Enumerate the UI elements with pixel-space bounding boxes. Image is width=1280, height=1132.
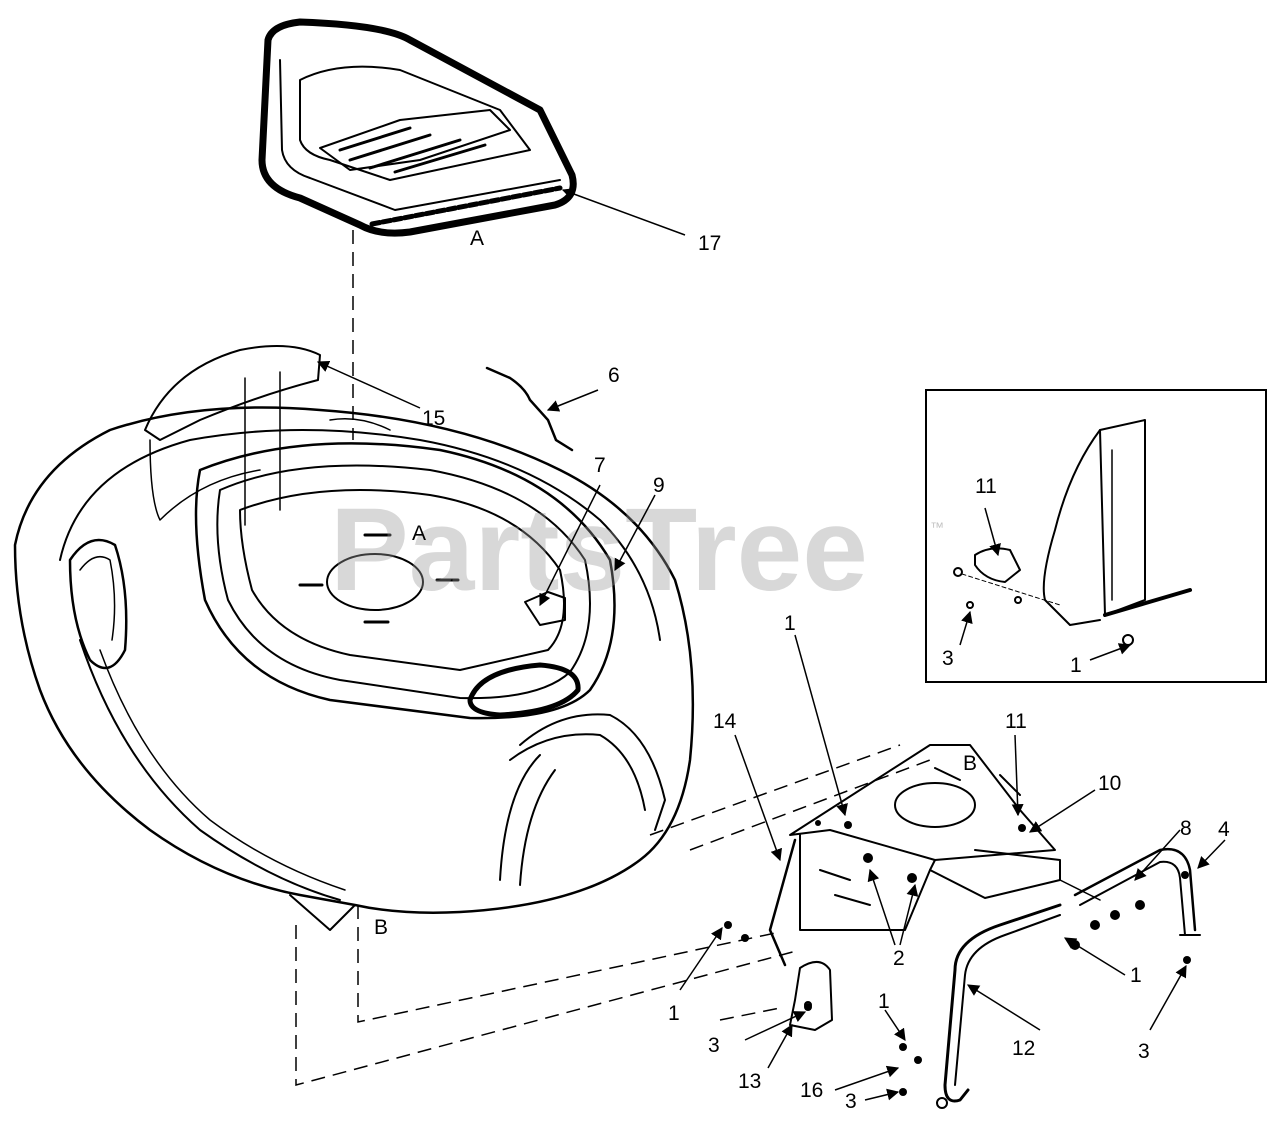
callout-10: 10	[1098, 772, 1121, 795]
ref-a-seat: A	[470, 227, 484, 250]
callout-3-left: 3	[708, 1034, 720, 1057]
callout-3-right: 3	[1138, 1040, 1150, 1063]
callout-1-right: 1	[1130, 964, 1142, 987]
leader-arrows	[316, 188, 1226, 1101]
callout-14: 14	[713, 710, 737, 733]
pivot-plate-part[interactable]	[789, 961, 833, 1031]
callout-1-mid: 1	[878, 990, 890, 1013]
callout-11: 11	[1005, 710, 1027, 733]
callout-11-inset: 11	[975, 475, 997, 498]
callout-3-bottom: 3	[845, 1090, 857, 1113]
watermark-trademark: ™	[930, 519, 944, 535]
callout-1-inset: 1	[1070, 654, 1082, 677]
seat-rail-part[interactable]	[936, 903, 1062, 1109]
alignment-lines-b	[295, 744, 931, 1086]
callout-16: 16	[800, 1079, 823, 1102]
callout-12: 12	[1012, 1037, 1035, 1060]
detail-inset-frame	[925, 389, 1267, 683]
watermark: PartsTree	[330, 484, 868, 616]
callout-8: 8	[1180, 817, 1192, 840]
ref-b-hood: B	[374, 916, 388, 939]
callout-6: 6	[608, 364, 620, 387]
callout-1-top: 1	[784, 612, 796, 635]
seat-part[interactable]	[258, 18, 577, 237]
adjust-handle-part[interactable]	[1073, 847, 1201, 936]
ref-b-bracket: B	[963, 752, 977, 775]
seat-bracket-part[interactable]	[768, 744, 1101, 967]
callout-2: 2	[893, 947, 905, 970]
callout-9: 9	[653, 474, 665, 497]
callout-3-inset: 3	[942, 647, 954, 670]
body-panel-part[interactable]	[13, 345, 695, 931]
callout-4: 4	[1218, 818, 1230, 841]
wire-clip-part[interactable]	[485, 366, 574, 452]
detail-inset-bracket[interactable]	[953, 419, 1192, 646]
callout-13: 13	[738, 1070, 761, 1093]
callout-7: 7	[594, 454, 606, 477]
ref-a-hood: A	[412, 522, 426, 545]
callout-17: 17	[698, 232, 721, 255]
callout-1-left: 1	[668, 1002, 680, 1025]
callout-15: 15	[422, 407, 445, 430]
